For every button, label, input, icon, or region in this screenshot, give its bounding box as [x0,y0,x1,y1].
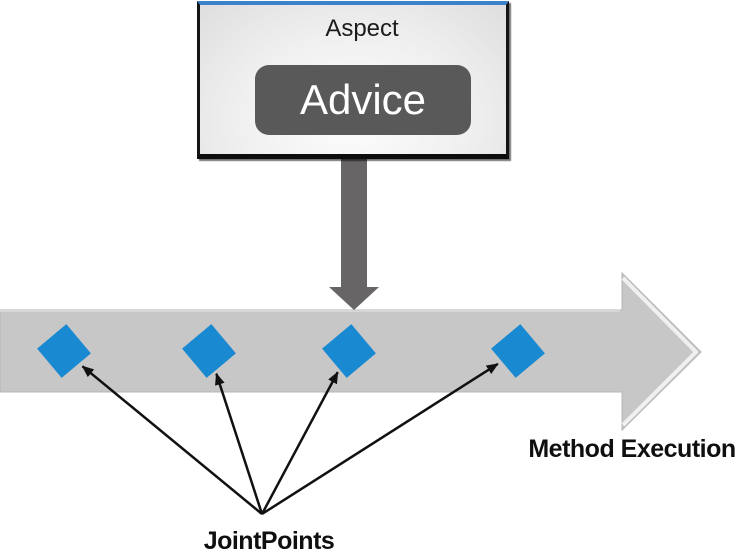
jointpoint-diamond [322,324,376,378]
jointpoint-pointer-arrow [215,372,264,515]
aspect-box: Aspect Advice [197,1,509,159]
jointpoint-diamonds [37,324,545,378]
advice-label: Advice [299,76,427,123]
jointpoint-pointer-arrows [81,362,499,516]
jointpoint-pointer-arrow [260,371,339,515]
jointpoint-diamond [37,324,91,378]
advice-down-arrow [329,156,379,310]
jointpoint-diamond [182,324,236,378]
jointpoint-pointer-arrow [261,362,499,516]
method-execution-label: Method Execution [528,435,736,463]
advice-pill: Advice [255,65,471,135]
jointpoint-diamond [491,324,545,378]
aspect-title: Aspect [325,15,399,42]
arrow-bevel-highlight-icon [621,276,698,427]
jointpoints-label: JointPoints [203,527,335,555]
jointpoint-pointer-arrow [81,365,263,515]
